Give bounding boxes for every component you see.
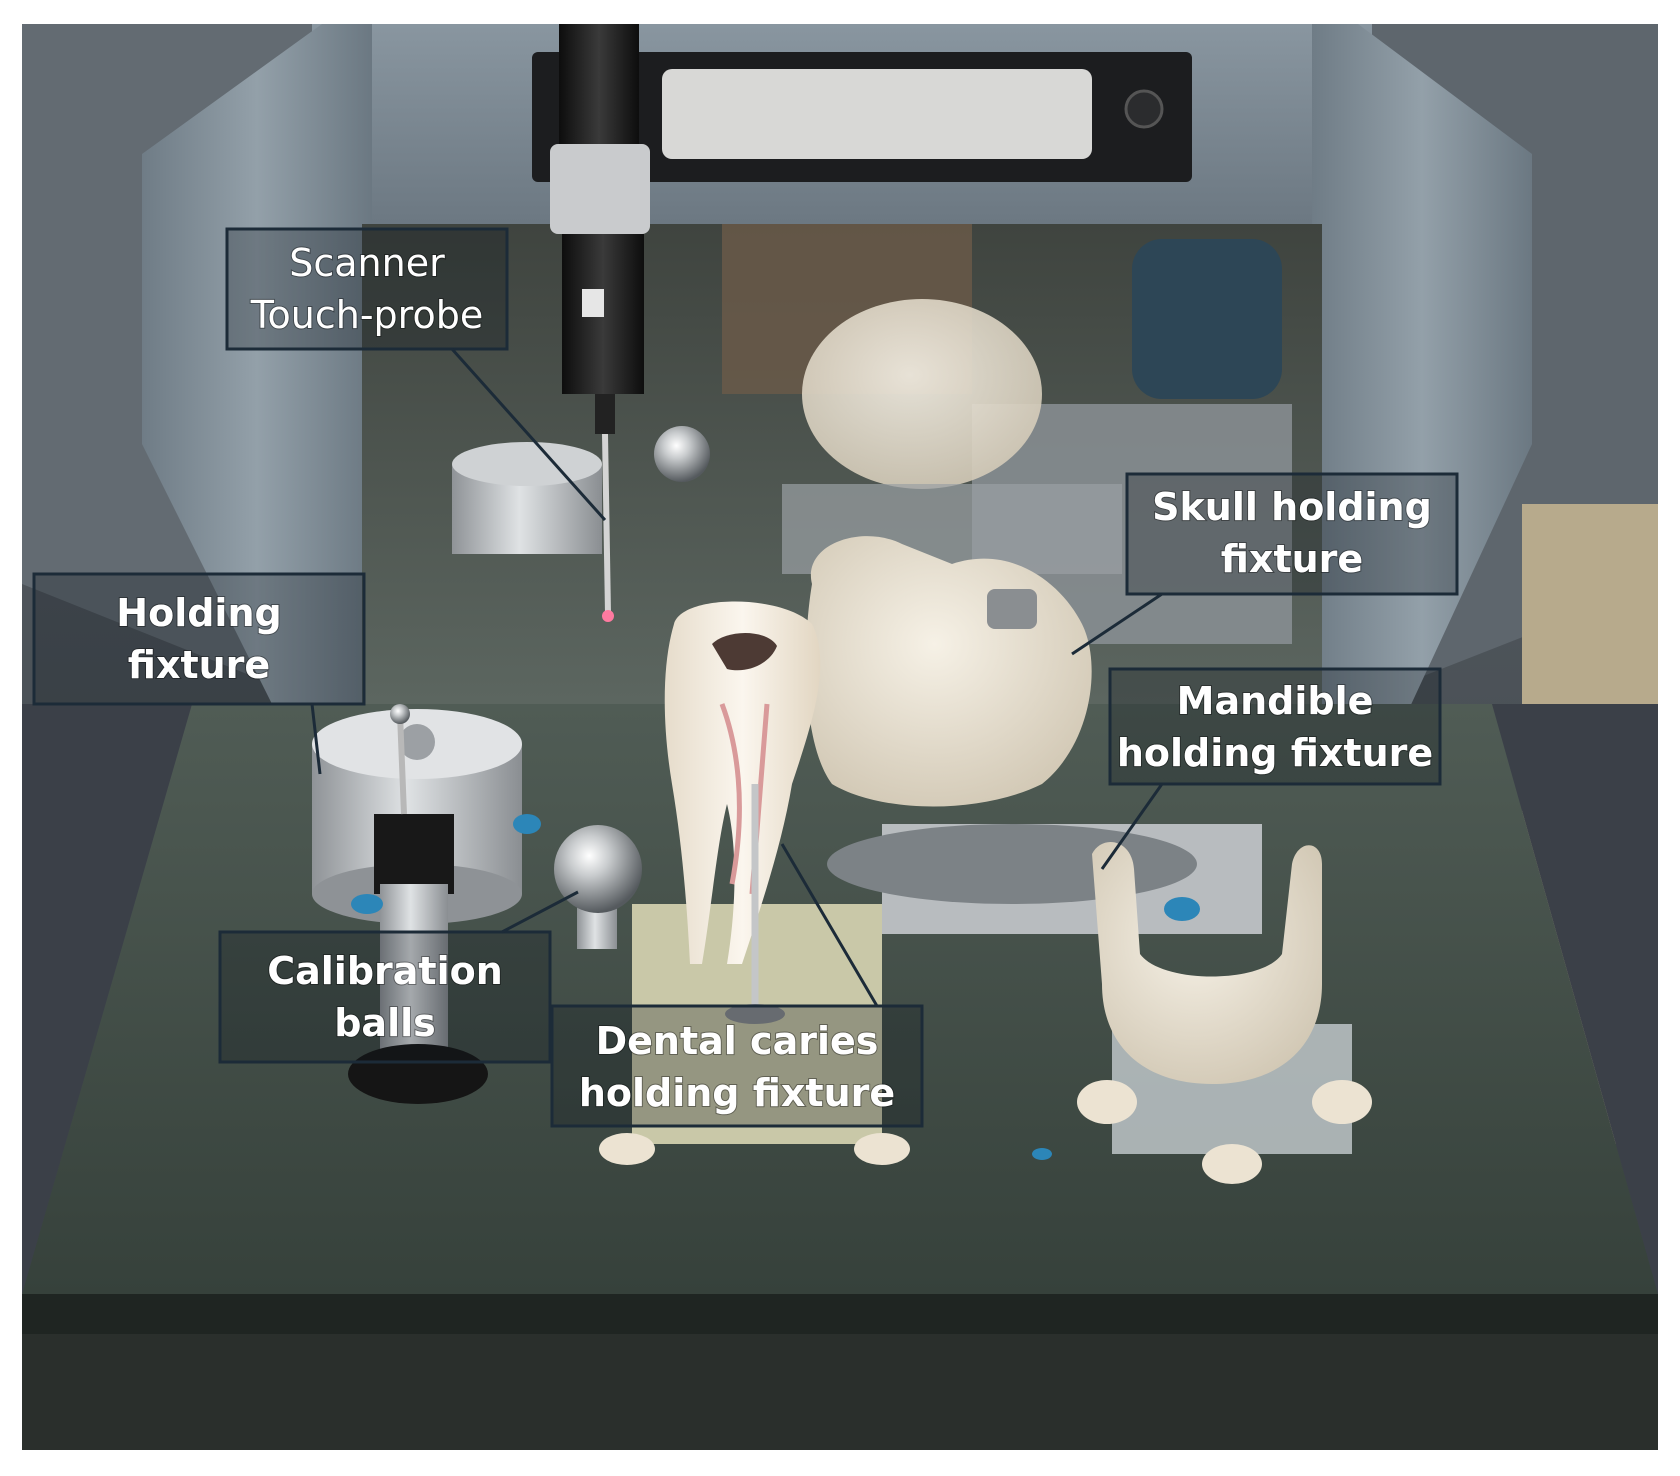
- callout-label-line-1: Scanner: [289, 241, 445, 285]
- callout-box: [225, 227, 509, 351]
- cmm-setup-photo: Scanner Touch-probe Holding fixture Skul…: [22, 24, 1658, 1450]
- callout-label-line-2: fixture: [1221, 537, 1363, 581]
- callout-calibration-balls: Calibration balls: [218, 890, 579, 1064]
- callout-label-line-2: balls: [334, 1001, 436, 1045]
- callout-label-line-2: fixture: [128, 643, 270, 687]
- callout-label-line-1: Mandible: [1177, 679, 1374, 723]
- callout-label-line-1: Dental caries: [596, 1019, 879, 1063]
- photo-frame: Scanner Touch-probe Holding fixture Skul…: [22, 24, 1658, 1450]
- callout-box: [32, 572, 366, 706]
- callout-label-line-1: Holding: [116, 591, 281, 635]
- callout-pointer: [780, 843, 880, 1008]
- callout-box: [218, 930, 552, 1064]
- callout-pointer: [462, 890, 579, 934]
- callout-mandible-holding-fixture: Mandible holding fixture: [1100, 667, 1442, 870]
- callout-box: [550, 1004, 924, 1128]
- callout-label-line-2: holding fixture: [579, 1071, 895, 1115]
- callout-box: [1108, 667, 1442, 786]
- callout-scanner-touch-probe: Scanner Touch-probe: [225, 227, 607, 522]
- callout-pointer: [402, 347, 607, 522]
- callout-label-line-2: Touch-probe: [250, 293, 483, 337]
- callout-pointer: [222, 702, 322, 775]
- callout-label-line-2: holding fixture: [1117, 731, 1433, 775]
- callout-holding-fixture: Holding fixture: [32, 572, 366, 775]
- callout-pointer: [1100, 782, 1192, 870]
- callout-skull-holding-fixture: Skull holding fixture: [1071, 472, 1459, 656]
- callout-label-line-1: Calibration: [267, 949, 503, 993]
- callout-box: [1125, 472, 1459, 596]
- callout-dental-caries-holding-fixture: Dental caries holding fixture: [550, 843, 924, 1128]
- callout-label-line-1: Skull holding: [1152, 485, 1432, 529]
- callout-pointer: [1071, 592, 1192, 656]
